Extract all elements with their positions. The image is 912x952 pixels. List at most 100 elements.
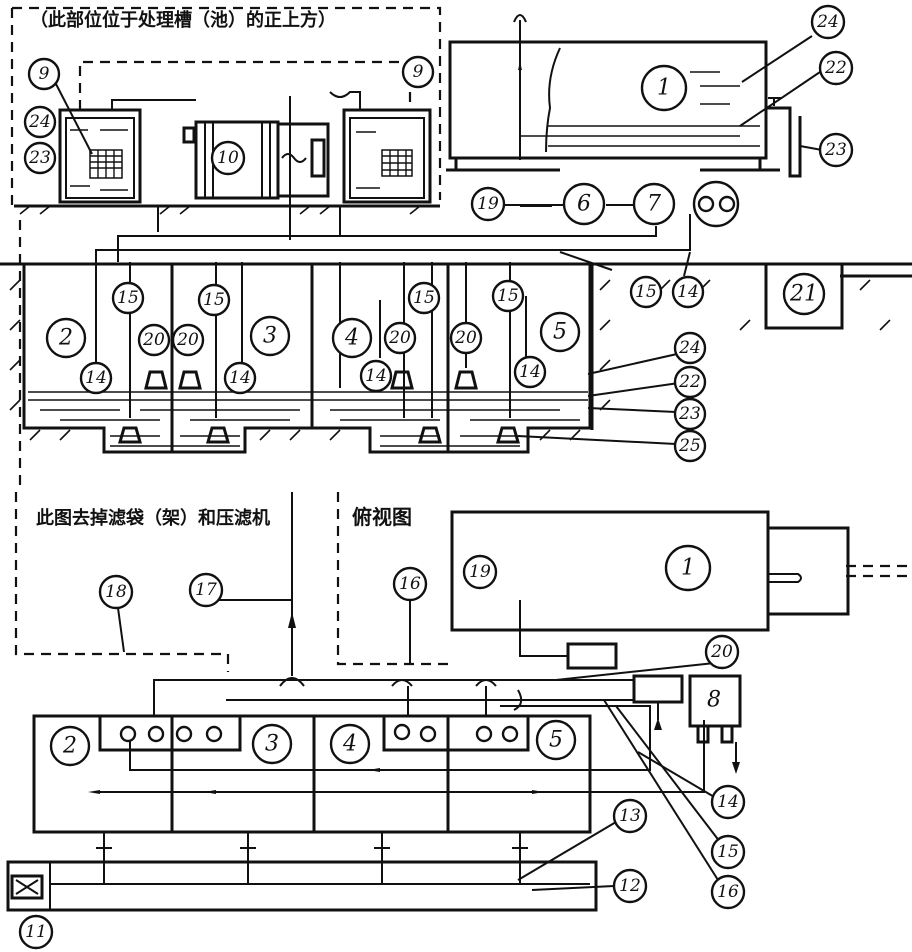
callout-number: 19 <box>477 194 499 214</box>
callout-circle <box>818 132 854 168</box>
callout-number: 16 <box>717 882 739 902</box>
callout-circle <box>407 281 441 315</box>
plan-drain-pipes <box>96 832 528 884</box>
callout-circle <box>45 317 87 359</box>
callout-4-sec: 4 <box>331 317 373 359</box>
upper-zone-dash <box>12 6 442 200</box>
callout-number: 5 <box>553 320 567 345</box>
callout-circle <box>539 311 581 353</box>
callout-circle <box>79 361 113 395</box>
callout-circle <box>111 281 145 315</box>
callout-5-plan: 5 <box>535 719 577 761</box>
callout-number: 14 <box>717 792 739 812</box>
callout-9-right: 9 <box>401 55 435 89</box>
callout-number: 15 <box>635 282 657 302</box>
callout-number: 20 <box>142 330 165 350</box>
callout-circle <box>535 719 577 761</box>
callout-number: 23 <box>824 140 847 160</box>
callout-number: 14 <box>365 366 387 386</box>
callout-number: 3 <box>263 324 277 349</box>
callout-number: 21 <box>789 282 818 307</box>
filter-bag-left <box>89 149 123 179</box>
callout-24-left: 24 <box>23 105 57 139</box>
callout-7: 7 <box>632 182 676 226</box>
callout-circle <box>562 182 606 226</box>
callout-circle <box>27 57 61 91</box>
plan-pit-circles <box>119 723 519 743</box>
callout-22-sec: 22 <box>673 365 707 399</box>
callout-circle <box>188 572 224 608</box>
callout-20-plan: 20 <box>704 634 740 670</box>
callout-circle <box>171 323 205 357</box>
plan-manifold-a <box>153 679 634 716</box>
filter-box-left <box>58 108 142 204</box>
callout-8: 8 <box>707 688 721 713</box>
callout-number: 12 <box>619 876 641 896</box>
callout-number: 15 <box>117 288 139 308</box>
callout-23-left: 23 <box>23 141 57 175</box>
callout-14-d: 14 <box>513 355 547 389</box>
callout-2-plan: 2 <box>49 725 91 767</box>
callout-number: 14 <box>677 282 699 302</box>
callout-number: 17 <box>195 580 217 600</box>
channel-grate <box>10 874 44 900</box>
callout-number: 16 <box>399 574 421 594</box>
plan-pump-pit-right <box>382 714 530 752</box>
plan-view <box>6 492 912 912</box>
treatment-tank-outline <box>22 264 592 454</box>
callout-number: 2 <box>58 326 73 351</box>
callout-number: 20 <box>388 328 411 348</box>
tank-water-lines <box>28 391 588 447</box>
callout-circle <box>49 725 91 767</box>
callout-number: 9 <box>413 62 424 82</box>
callout-circle <box>640 64 688 112</box>
callout-number: 10 <box>217 148 239 168</box>
callout-number: 15 <box>497 286 519 306</box>
plan-treatment-tanks <box>32 714 592 834</box>
callout-12: 12 <box>612 868 648 904</box>
callout-circle <box>470 186 506 222</box>
callout-13: 13 <box>612 798 648 834</box>
callout-number: 24 <box>816 12 839 32</box>
callout-20-b: 20 <box>171 323 205 357</box>
bottom-note-caption: 此图去掉滤袋（架）和压滤机 <box>36 507 270 529</box>
callout-number: 2 <box>62 734 77 759</box>
callout-number: 1 <box>681 556 695 581</box>
callout-15-b: 15 <box>197 283 231 317</box>
callout-1-plan: 1 <box>664 544 712 592</box>
callout-19-plan: 19 <box>462 554 498 590</box>
callout-circle <box>491 279 525 313</box>
plan-tank-1 <box>450 510 770 632</box>
callout-number: 14 <box>85 368 107 388</box>
callout-circle <box>223 361 257 395</box>
callout-number: 1 <box>657 76 671 101</box>
callout-circle <box>401 55 435 89</box>
callout-number: 14 <box>519 362 541 382</box>
callout-9-left: 9 <box>27 57 61 91</box>
top-note-caption: （此部位位于处理槽（池）的正上方） <box>30 9 336 31</box>
callout-circle <box>673 429 707 463</box>
callout-number: 15 <box>717 842 739 862</box>
callout-circle <box>23 105 57 139</box>
callout-20-a: 20 <box>137 323 171 357</box>
callout-circle <box>329 723 371 765</box>
callout-number: 19 <box>469 562 491 582</box>
callout-15-c: 15 <box>407 281 441 315</box>
plan-dash-16 <box>336 492 450 666</box>
callout-20-c: 20 <box>383 321 417 355</box>
plan-dash-18 <box>14 492 230 672</box>
callout-number: 24 <box>678 338 701 358</box>
pump-box-b <box>632 674 684 704</box>
callout-16-plan-top: 16 <box>392 566 428 602</box>
callout-number: 25 <box>678 436 701 456</box>
callout-15-plan: 15 <box>710 834 746 870</box>
callout-25: 25 <box>673 429 707 463</box>
callout-14-b: 14 <box>223 361 257 395</box>
callout-22-top: 22 <box>818 50 854 86</box>
callout-circle <box>383 321 417 355</box>
diffusers <box>118 370 520 444</box>
callout-circle <box>197 283 231 317</box>
plan-loop-14 <box>129 705 651 771</box>
callout-number: 20 <box>454 328 477 348</box>
callout-circle <box>249 315 291 357</box>
